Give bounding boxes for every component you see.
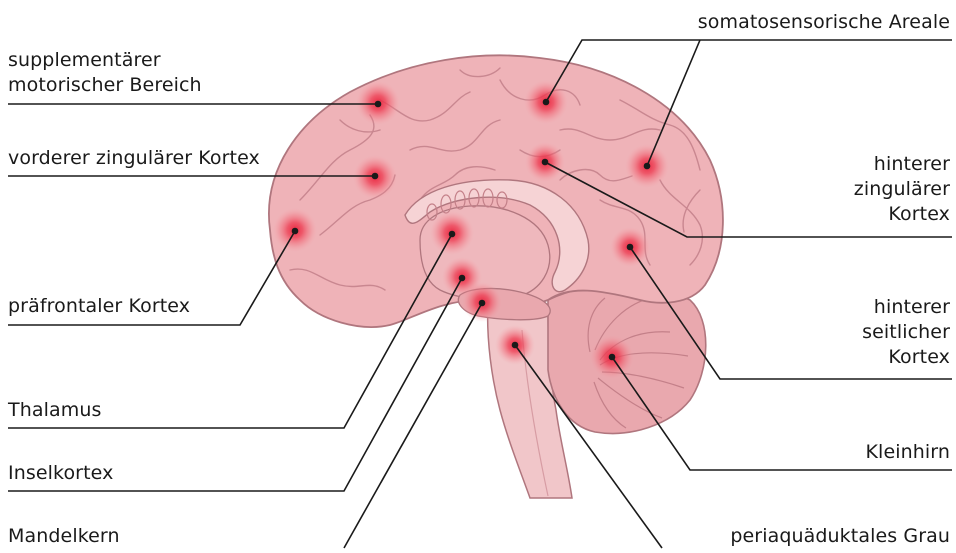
label-line: Mandelkern <box>8 524 120 549</box>
label-insula: Inselkortex <box>8 461 113 486</box>
label-line: periaquäduktales Grau <box>730 524 950 549</box>
label-line: Thalamus <box>8 398 101 423</box>
label-line: zingulärer <box>854 177 950 202</box>
label-line: Kortex <box>854 202 950 227</box>
label-line: motorischer Bereich <box>8 73 202 98</box>
label-line: hinterer <box>862 295 950 320</box>
label-thalamus: Thalamus <box>8 398 101 423</box>
label-line: Kleinhirn <box>866 440 951 465</box>
label-prefrontal: präfrontaler Kortex <box>8 294 190 319</box>
label-posterior-lateral: hinterer seitlicher Kortex <box>862 295 950 370</box>
label-line: Kortex <box>862 345 950 370</box>
label-cerebellum: Kleinhirn <box>866 440 951 465</box>
label-periaqueductal-gray: periaquäduktales Grau <box>730 524 950 549</box>
label-anterior-cingulate: vorderer zingulärer Kortex <box>8 146 260 171</box>
leader-amygdala <box>344 303 482 548</box>
label-supplementary-motor: supplementärer motorischer Bereich <box>8 48 202 98</box>
label-line: somatosensorische Areale <box>698 10 950 35</box>
label-line: vorderer zingulärer Kortex <box>8 146 260 171</box>
label-line: supplementärer <box>8 48 202 73</box>
label-somatosensory: somatosensorische Areale <box>698 10 950 35</box>
label-line: seitlicher <box>862 320 950 345</box>
label-line: Inselkortex <box>8 461 113 486</box>
label-amygdala: Mandelkern <box>8 524 120 549</box>
label-line: präfrontaler Kortex <box>8 294 190 319</box>
label-posterior-cingulate: hinterer zingulärer Kortex <box>854 152 950 227</box>
label-line: hinterer <box>854 152 950 177</box>
